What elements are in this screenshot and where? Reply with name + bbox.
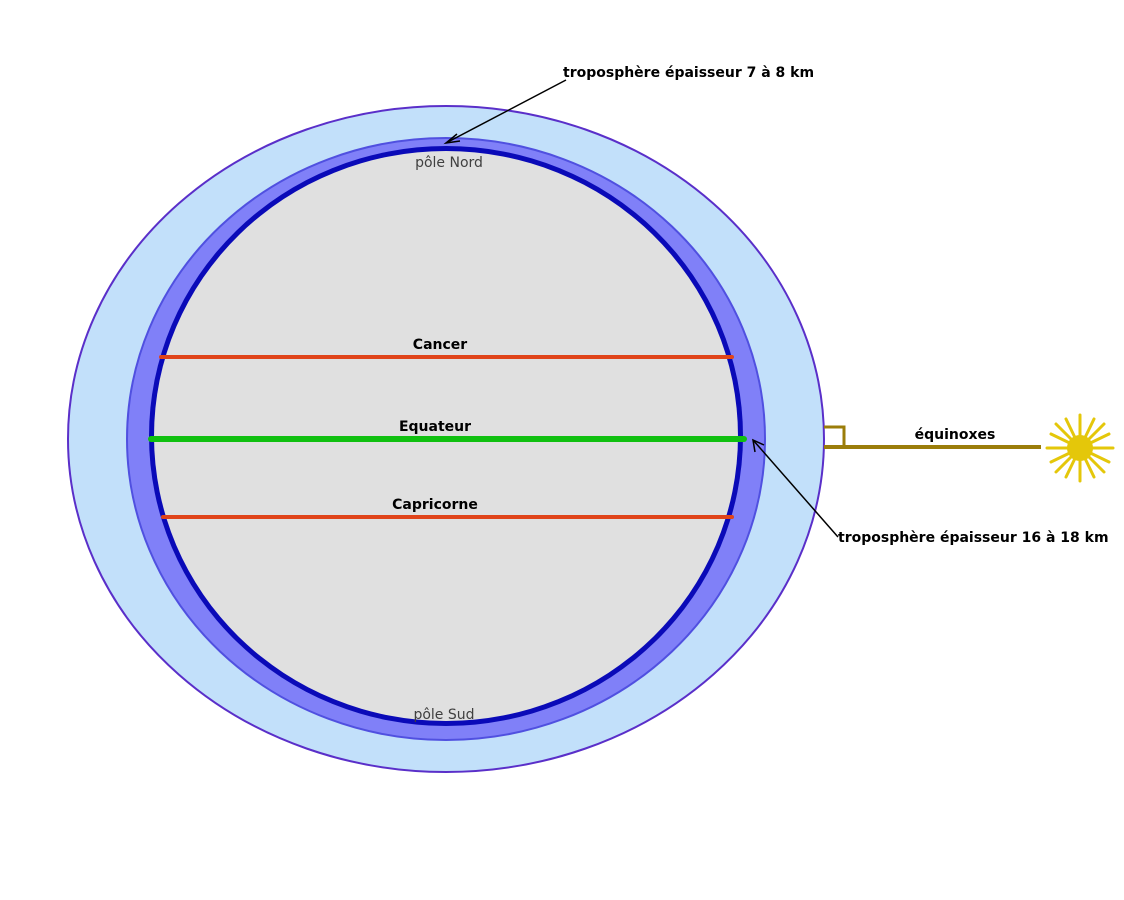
cancer-label: Cancer xyxy=(413,337,467,353)
equator-troposphere-arrow xyxy=(752,438,839,538)
sun-icon xyxy=(1045,413,1115,483)
north-troposphere-label: troposphère épaisseur 7 à 8 km xyxy=(563,65,814,81)
equator-label: Equateur xyxy=(399,419,471,435)
capricorn-label: Capricorne xyxy=(392,497,478,513)
right-angle-icon xyxy=(824,425,846,447)
north-troposphere-arrow xyxy=(443,79,567,145)
equator-troposphere-label: troposphère épaisseur 16 à 18 km xyxy=(838,530,1109,546)
north-pole-label: pôle Nord xyxy=(415,155,483,171)
equinox-label: équinoxes xyxy=(915,427,996,443)
south-pole-label: pôle Sud xyxy=(413,707,474,723)
